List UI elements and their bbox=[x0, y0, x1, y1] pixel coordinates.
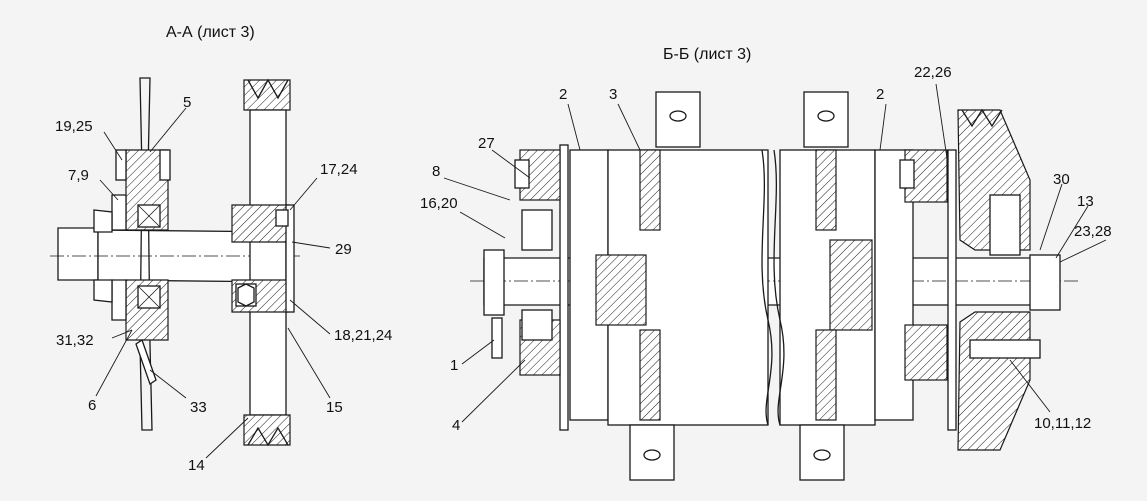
callout-label: 33 bbox=[190, 399, 207, 416]
callout-label: 3 bbox=[609, 86, 617, 103]
callout-label: 2 bbox=[876, 86, 884, 103]
callout-label: 14 bbox=[188, 457, 205, 474]
callout-label: 1 bbox=[450, 357, 458, 374]
callout-label: 30 bbox=[1053, 171, 1070, 188]
right-bearing-unit bbox=[874, 108, 1061, 451]
drum-body bbox=[569, 149, 876, 426]
view-a-a bbox=[50, 77, 331, 459]
callout-label: 5 bbox=[183, 94, 191, 111]
callout-label: 19,25 bbox=[55, 118, 93, 135]
view-title-b-b: Б-Б (лист 3) bbox=[663, 46, 751, 63]
callout-label: 4 bbox=[452, 417, 460, 434]
callout-labels-a-a: 5 19,25 7,9 17,24 29 31,32 18,21,24 6 33… bbox=[55, 94, 392, 474]
callout-label: 29 bbox=[335, 241, 352, 258]
callout-label: 22,26 bbox=[914, 64, 952, 81]
lugs bbox=[629, 91, 849, 481]
callout-label: 27 bbox=[478, 135, 495, 152]
callout-label: 13 bbox=[1077, 193, 1094, 210]
left-bearing-unit bbox=[483, 144, 569, 431]
callout-label: 31,32 bbox=[56, 332, 94, 349]
view-title-a-a: А-А (лист 3) bbox=[166, 24, 255, 41]
callout-label: 10,11,12 bbox=[1034, 415, 1091, 432]
callout-label: 17,24 bbox=[320, 161, 358, 178]
callout-label: 16,20 bbox=[420, 195, 458, 212]
callout-label: 7,9 bbox=[68, 167, 89, 184]
leaders-b-b bbox=[443, 83, 1107, 423]
pulley-left bbox=[231, 78, 295, 447]
bearing-housing bbox=[93, 77, 171, 431]
callout-label: 23,28 bbox=[1074, 223, 1112, 240]
leaders-a-a bbox=[95, 107, 331, 459]
titles: А-А (лист 3) Б-Б (лист 3) bbox=[166, 24, 751, 63]
callout-label: 2 bbox=[559, 86, 567, 103]
callout-label: 18,21,24 bbox=[334, 327, 392, 344]
callout-label: 8 bbox=[432, 163, 440, 180]
callout-label: 15 bbox=[326, 399, 343, 416]
callout-labels-b-b: 2 3 2 22,26 27 8 16,20 30 13 23,28 1 4 1… bbox=[420, 64, 1112, 434]
callout-label: 6 bbox=[88, 397, 96, 414]
view-b-b bbox=[443, 83, 1107, 481]
